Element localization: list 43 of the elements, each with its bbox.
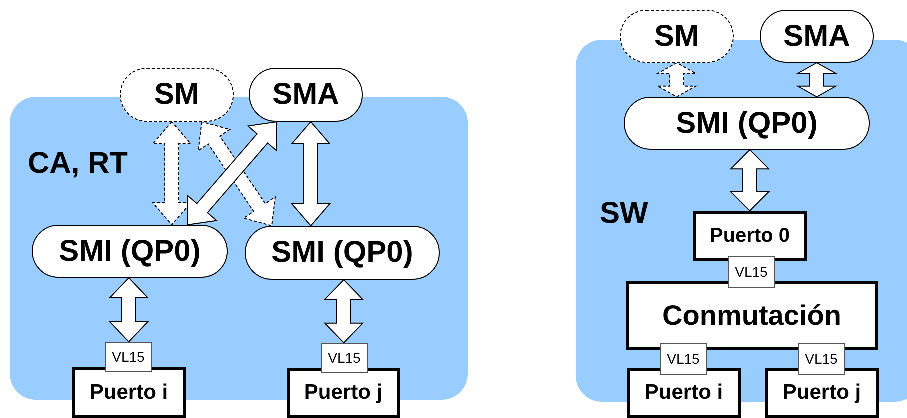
lane-box	[660, 343, 707, 375]
node-label: SMA	[784, 20, 850, 54]
lane-box	[798, 343, 845, 375]
pill-node	[249, 68, 363, 122]
pill-node	[245, 226, 440, 280]
double-block-arrow	[730, 149, 770, 212]
node-label: VL15	[112, 349, 145, 365]
device-label: CA, RT	[28, 147, 128, 181]
double-block-arrow	[656, 62, 698, 98]
double-block-arrow	[290, 121, 332, 227]
pill-node	[760, 10, 874, 63]
double-block-arrow	[152, 121, 192, 226]
node-label: SMA	[272, 78, 340, 112]
node-label: VL15	[805, 351, 838, 367]
node-label: Puerto i	[644, 381, 724, 405]
port-box	[765, 368, 879, 418]
node-label: Puerto j	[304, 381, 383, 405]
node-label: Puerto 0	[710, 224, 790, 248]
node-label: SMI (QP0)	[59, 234, 201, 268]
node-label: Conmutación	[662, 300, 842, 332]
pill-node	[32, 225, 228, 278]
double-block-arrow	[324, 279, 364, 344]
lane-box	[105, 342, 152, 372]
port-box	[626, 281, 878, 350]
lane-box	[728, 256, 775, 288]
node-label: Puerto i	[90, 380, 168, 404]
port-box	[287, 368, 400, 418]
port-box	[627, 368, 741, 418]
node-label: SMI (QP0)	[676, 106, 818, 140]
double-block-arrow	[796, 62, 838, 98]
port-box	[72, 367, 186, 418]
node-label: SMI (QP0)	[272, 236, 414, 270]
node-label: VL15	[328, 350, 361, 366]
port-box	[693, 211, 807, 261]
lane-box	[321, 343, 368, 373]
pill-node	[624, 97, 870, 150]
node-label: Puerto j	[782, 381, 862, 405]
node-label: VL15	[667, 351, 700, 367]
node-label: VL15	[735, 264, 768, 280]
node-label: SM	[154, 78, 200, 112]
node-label: SM	[654, 20, 700, 54]
double-block-arrow	[108, 277, 150, 343]
device-label: SW	[600, 197, 648, 231]
